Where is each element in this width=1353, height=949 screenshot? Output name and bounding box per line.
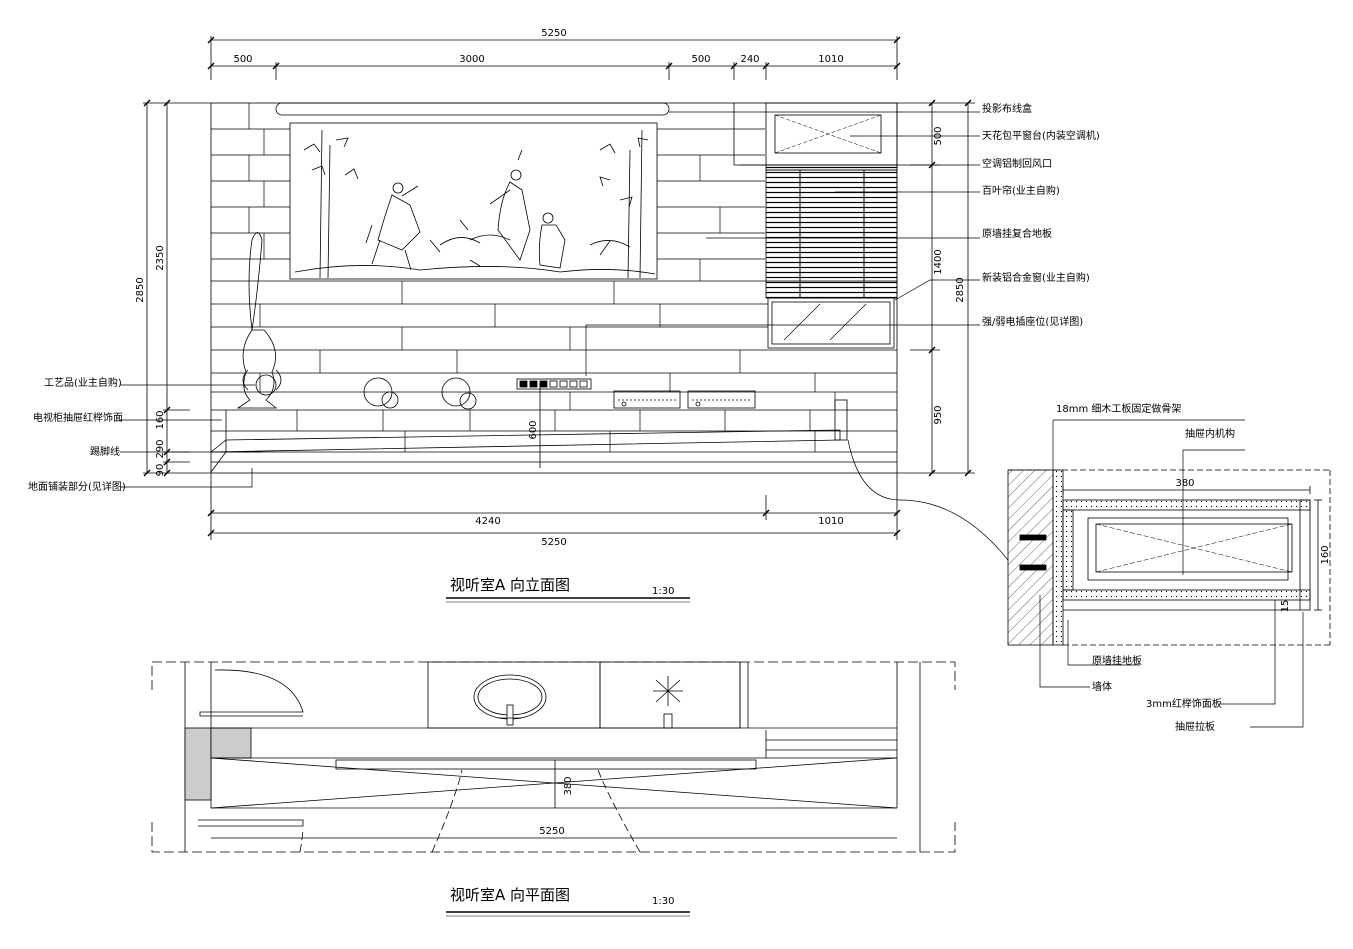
plan-title: 视听室A 向平面图 [450, 886, 570, 904]
plan-view [151, 661, 956, 853]
elevation-leaders-right [585, 111, 980, 376]
dim-top-seg1: 500 [233, 54, 252, 65]
label-aluminium-window: 新装铝合金窗(业主自购) [982, 271, 1090, 284]
dim-left-160: 160 [155, 410, 166, 429]
drawer-section-detail [1007, 469, 1331, 646]
elevation-bottom-dimensions [207, 473, 901, 540]
dim-600: 600 [528, 420, 539, 439]
label-artwork: 工艺品(业主自购) [44, 376, 122, 389]
socket-strip [516, 378, 592, 390]
label-venetian-blind: 百叶帘(业主自购) [982, 184, 1060, 197]
av-equipment [613, 390, 756, 409]
detail-label-drawer-pull: 抽屉拉板 [1175, 720, 1215, 733]
dim-top-total: 5250 [541, 28, 566, 39]
label-sockets: 强/弱电插座位(见详图) [982, 315, 1083, 328]
ac-unit [774, 114, 882, 154]
cabinet-drawer-handle [834, 399, 848, 441]
dim-left-upper: 2350 [155, 245, 166, 270]
label-ac-return-vent: 空调铝制回风口 [982, 157, 1052, 170]
label-skirting: 踢脚线 [90, 445, 120, 458]
dim-left-total: 2850 [135, 277, 146, 302]
dim-bottom-left: 4240 [475, 516, 500, 527]
plan-scale: 1:30 [652, 896, 674, 907]
detail-label-drawer-mech: 抽屉内机构 [1185, 427, 1235, 440]
dim-right-total: 2850 [955, 277, 966, 302]
detail-label-veneer: 3mm红榉饰面板 [1146, 697, 1222, 710]
label-wall-laminate: 原墙挂复合地板 [982, 227, 1052, 240]
elevation-scale: 1:30 [652, 586, 674, 597]
label-floor-finish: 地面铺装部分(见详图) [28, 480, 126, 493]
detail-leader-curve [847, 439, 1009, 561]
decor-vase [236, 232, 282, 409]
detail-label-frame: 18mm 细木工板固定做骨架 [1056, 402, 1181, 415]
detail-leaders [1039, 419, 1304, 728]
tv-cabinet [209, 429, 841, 453]
detail-label-wall-laminate: 原墙挂地板 [1092, 654, 1142, 667]
dim-bottom-total: 5250 [541, 537, 566, 548]
venetian-blind [765, 169, 898, 299]
plan-dim-380: 380 [563, 776, 574, 795]
detail-label-wall: 墙体 [1092, 680, 1112, 693]
elevation-title: 视听室A 向立面图 [450, 576, 570, 594]
detail-dim-380: 380 [1175, 478, 1194, 489]
elevation-left-dimensions [143, 99, 211, 477]
projector-cable-box [275, 102, 670, 116]
dim-right-500: 500 [933, 126, 944, 145]
dim-bottom-right: 1010 [818, 516, 843, 527]
label-projector-cable-box: 投影布线盒 [982, 102, 1032, 115]
engraved-mural-art [294, 129, 656, 279]
elevation-leaders-left [120, 384, 262, 488]
plan-dim-total: 5250 [539, 826, 564, 837]
label-ceiling-ac: 天花包平窗台(内装空调机) [982, 129, 1100, 142]
dim-top-seg5: 1010 [818, 54, 843, 65]
window-assembly [733, 102, 898, 349]
engraved-mural-frame [289, 122, 658, 280]
dim-left-290: 290 [155, 439, 166, 458]
decor-balls [363, 377, 477, 410]
dim-right-950: 950 [933, 405, 944, 424]
dim-right-1400: 1400 [933, 249, 944, 274]
dim-top-seg2: 3000 [459, 54, 484, 65]
label-tv-cabinet: 电视柜抽屉红榉饰面 [33, 411, 123, 424]
detail-dim-160: 160 [1320, 545, 1331, 564]
detail-dim-15: 15 [1280, 600, 1291, 613]
elevation-top-dimensions [207, 36, 901, 80]
dim-top-seg4: 240 [740, 54, 759, 65]
ac-return-vent [765, 164, 898, 171]
aluminium-window [767, 297, 895, 349]
dim-top-seg3: 500 [691, 54, 710, 65]
dim-left-90: 90 [155, 464, 166, 477]
